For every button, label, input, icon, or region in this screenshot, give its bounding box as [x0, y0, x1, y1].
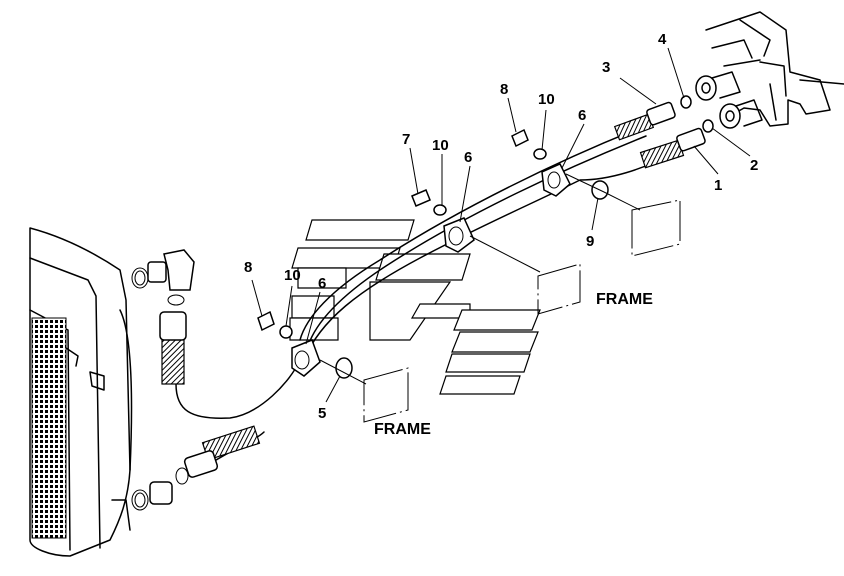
bolt-8-upper	[511, 128, 547, 160]
callout-6-upper: 6	[578, 107, 586, 124]
callout-6-middle: 6	[464, 149, 472, 166]
frame-label-lower: FRAME	[374, 421, 431, 438]
callout-8-upper: 8	[500, 81, 508, 98]
callouts: 3 4 2 1 8 10 6 7 10 6 9 8 10 6 5	[244, 31, 758, 422]
callout-3: 3	[602, 59, 610, 76]
frame-label-upper: FRAME	[596, 291, 653, 308]
callout-10-middle: 10	[432, 137, 449, 154]
callout-8-lower: 8	[244, 259, 252, 276]
clamp-upper	[541, 163, 571, 197]
callout-4: 4	[658, 31, 667, 48]
leader-lines	[251, 47, 751, 403]
callout-5: 5	[318, 405, 326, 422]
clamp-middle	[443, 217, 475, 253]
frame-plates	[319, 173, 681, 423]
o-rings-right	[680, 95, 714, 133]
callout-10-upper: 10	[538, 91, 555, 108]
callout-1: 1	[714, 177, 722, 194]
callout-2: 2	[750, 157, 758, 174]
radiator	[29, 227, 133, 557]
callout-6-lower: 6	[318, 275, 326, 292]
bolt-8-lower	[257, 310, 293, 339]
clamp-lower	[291, 339, 321, 377]
fittings-left	[131, 249, 195, 511]
hose-lower-left	[159, 311, 301, 478]
valve-block	[695, 11, 844, 129]
bolt-7	[411, 189, 447, 216]
hose-1	[303, 127, 706, 361]
callout-10-lower: 10	[284, 267, 301, 284]
watermark-logo	[289, 219, 541, 395]
callout-9: 9	[586, 233, 594, 250]
hose-3	[299, 101, 676, 347]
callout-7: 7	[402, 131, 410, 148]
